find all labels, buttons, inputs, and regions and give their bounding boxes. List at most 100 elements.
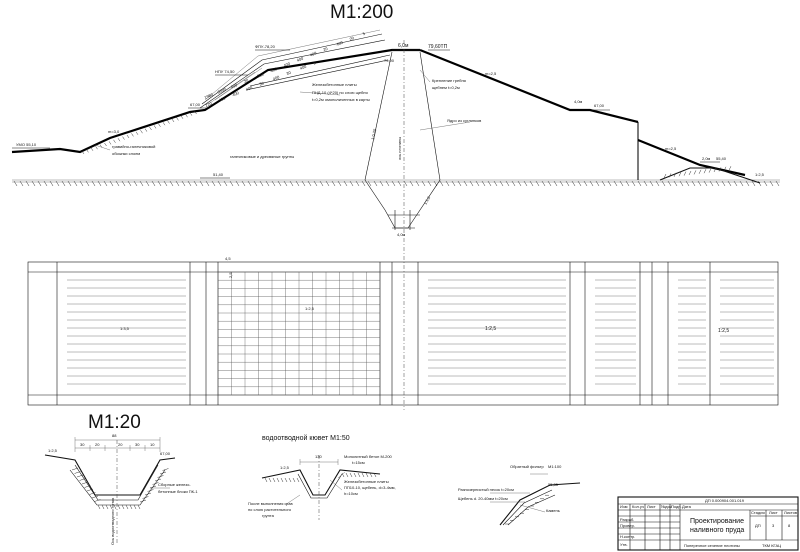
drawing-line	[67, 180, 72, 187]
drawing-line	[355, 180, 360, 187]
drawing-line	[85, 180, 90, 187]
drawing-line	[205, 180, 210, 187]
drawing-line	[709, 180, 714, 187]
drawing-line	[715, 180, 720, 187]
drawing-line	[55, 180, 60, 187]
drawing-line	[154, 478, 162, 482]
plate-dim-label: 20	[322, 46, 329, 53]
ditch-slope: 1:2,5	[280, 465, 290, 470]
stamp-hdr-1: Изм	[620, 504, 628, 509]
ditch-scale-title: водоотводной кювет М1:50	[262, 434, 350, 442]
drawing-line	[505, 180, 510, 187]
plates-label-3: t=0,2м омоноличенных в карты	[312, 97, 370, 102]
detail-dim-total: 88	[112, 433, 117, 438]
drawing-line	[607, 180, 612, 187]
stamp-hdr-4: №док	[661, 504, 672, 509]
drawing-line	[91, 180, 96, 187]
stamp-code: ДП 0.000904.001.019	[705, 498, 745, 503]
slope-125-label: 1:2,5	[755, 172, 765, 177]
crest-protect-label-1: Крепление гребня	[432, 78, 466, 83]
plate-dim-label: 20	[349, 35, 356, 42]
base-elev-label: 51,40	[213, 172, 224, 177]
top-width-label: 6,0м	[398, 43, 409, 49]
filter-scale: М1:100	[548, 464, 562, 469]
drawing-line	[307, 180, 312, 187]
drawing-line	[577, 180, 582, 187]
ditch-right-4: ПП10-10, щебень, d=3-4мм,	[344, 485, 396, 490]
stamp-row-3: Н.контр.	[620, 534, 635, 539]
drawing-line	[625, 180, 630, 187]
stamp-sheet-header: Лист	[769, 510, 778, 515]
drawing-line	[637, 180, 642, 187]
plate-dim-label: 400	[245, 85, 254, 92]
drawing-line	[181, 180, 186, 187]
stamp-title-1: Проектирование	[690, 518, 744, 525]
drawing-line	[95, 146, 98, 150]
drawing-line	[159, 471, 167, 475]
drawing-line	[728, 166, 732, 171]
drawing-line	[109, 180, 114, 187]
drawing-line	[463, 180, 468, 187]
plan-small-dim: 4,5	[225, 256, 231, 261]
drawing-line	[427, 180, 432, 187]
drawing-line	[691, 180, 696, 187]
drawing-line	[547, 180, 552, 187]
drawing-line	[337, 180, 342, 187]
drawing-line	[79, 180, 84, 187]
drawing-line	[247, 180, 252, 187]
plate-dim-label: 400	[218, 95, 227, 102]
plan-slope-far: 1:2,5	[718, 328, 729, 334]
drawing-line	[121, 504, 125, 510]
drawing-line	[91, 495, 99, 499]
drawing-line	[583, 180, 588, 187]
stamp-org: ТКМ КГАЦ	[762, 543, 781, 548]
drawing-line	[403, 180, 408, 187]
revetment-plates	[199, 29, 391, 109]
drawing-line	[727, 180, 732, 187]
drawing-line	[84, 485, 91, 488]
drawing-line	[175, 180, 180, 187]
crest-protect-label-2: щебнем t=0,2м	[432, 85, 460, 90]
stamp-hdr-6: Дата	[682, 504, 692, 509]
drawing-line	[763, 180, 768, 187]
drawing-line	[649, 180, 654, 187]
drawing-line	[37, 180, 42, 187]
drawing-line	[101, 504, 105, 510]
drawing-line	[117, 504, 121, 510]
stamp-sheets-header: Листов	[784, 510, 797, 515]
drawing-line	[113, 139, 116, 143]
drawing-line	[122, 136, 125, 140]
stamp-stage-header: Стадия	[751, 510, 765, 515]
drawing-line	[688, 170, 692, 176]
drawing-line	[373, 472, 377, 478]
drawing-line	[353, 472, 357, 478]
filter-layer-2: Щебень d. 20-40мм t=20см	[458, 496, 508, 501]
drawing-line	[277, 180, 282, 187]
drawing-line	[331, 180, 336, 187]
drawing-line	[745, 180, 750, 187]
stamp-hdr-5: Подп.	[671, 504, 682, 509]
drawing-line	[271, 180, 276, 187]
core-axis-label: ось плотины	[397, 137, 402, 160]
drawing-line	[149, 485, 157, 489]
drawing-line	[421, 180, 426, 187]
drawing-line	[189, 112, 193, 116]
drawing-line	[193, 180, 198, 187]
drawing-line	[131, 133, 134, 137]
detail-dim-5: 10	[150, 442, 155, 447]
plates-label-1: Железобетонные плиты	[312, 82, 357, 87]
detail-dim-3: 20	[118, 442, 123, 447]
drawing-line	[718, 167, 722, 172]
drawing-line	[469, 180, 474, 187]
umo-label: УМО 55,10	[16, 142, 37, 147]
drawing-line	[105, 504, 109, 510]
plate-dim-label: 400	[272, 74, 281, 81]
drawing-line	[541, 180, 546, 187]
drawing-line	[369, 472, 373, 478]
drawing-line	[142, 496, 149, 499]
drawing-line	[619, 180, 624, 187]
plate-dim-label: 400	[283, 61, 292, 68]
stamp-row-4: Утв.	[620, 542, 628, 547]
drawing-line	[139, 180, 144, 187]
